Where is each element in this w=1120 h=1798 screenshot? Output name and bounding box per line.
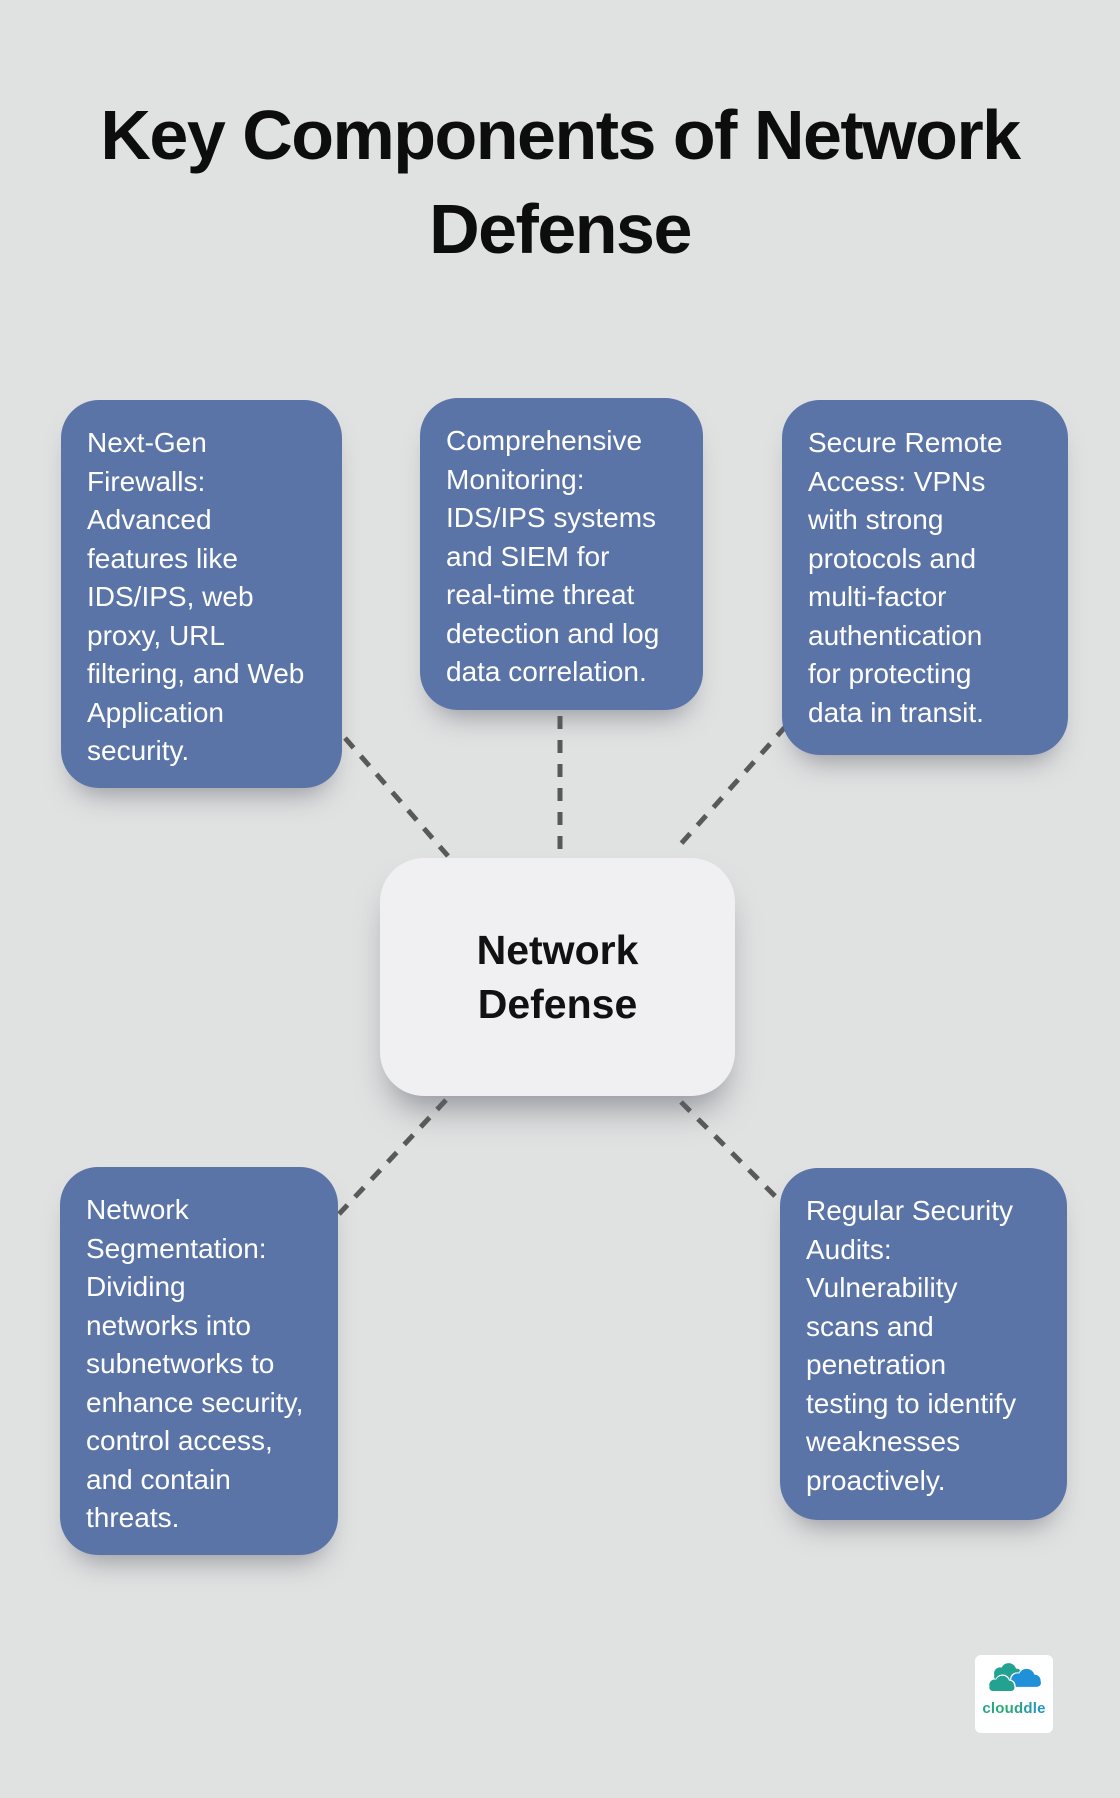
topic-box-regular-security-audits: Regular Security Audits: Vulnerability s…	[780, 1168, 1067, 1520]
center-node-network-defense: Network Defense	[380, 858, 735, 1096]
topic-box-next-gen-firewalls: Next-Gen Firewalls: Advanced features li…	[61, 400, 342, 788]
connector-firewalls-to-center	[343, 736, 450, 858]
topic-text-secure-remote-access: Secure Remote Access: VPNs with strong p…	[808, 427, 1003, 728]
topic-box-network-segmentation: Network Segmentation: Dividing networks …	[60, 1167, 338, 1555]
topic-box-comprehensive-monitoring: Comprehensive Monitoring: IDS/IPS system…	[420, 398, 703, 710]
topic-text-comprehensive-monitoring: Comprehensive Monitoring: IDS/IPS system…	[446, 425, 660, 687]
page-title: Key Components of Network Defense	[0, 88, 1120, 276]
topic-text-network-segmentation: Network Segmentation: Dividing networks …	[86, 1194, 304, 1533]
topic-box-secure-remote-access: Secure Remote Access: VPNs with strong p…	[782, 400, 1068, 755]
center-node-label: Network Defense	[476, 927, 639, 1027]
connector-remote-to-center	[677, 724, 788, 848]
topic-text-regular-security-audits: Regular Security Audits: Vulnerability s…	[806, 1195, 1017, 1496]
clouddle-wordmark: clouddle	[982, 1700, 1046, 1717]
clouddle-logo: clouddle	[975, 1655, 1053, 1733]
connector-segmentation-to-center	[337, 1098, 448, 1216]
page-title-text: Key Components of Network Defense	[100, 96, 1021, 268]
connector-audits-to-center	[679, 1100, 782, 1203]
topic-text-next-gen-firewalls: Next-Gen Firewalls: Advanced features li…	[87, 427, 305, 766]
clouddle-clouds-icon	[988, 1663, 1043, 1692]
